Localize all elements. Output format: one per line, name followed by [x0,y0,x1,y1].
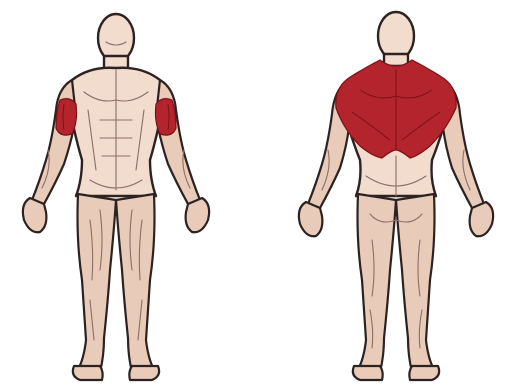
front-right-biceps [156,99,177,135]
back-left-foot [353,366,383,380]
front-left-foot [73,366,103,380]
front-right-hand [186,198,210,232]
front-figure [23,14,209,380]
back-right-foot [409,366,439,380]
front-right-leg [116,194,155,372]
back-right-leg [396,194,435,372]
front-left-hand [23,198,47,232]
front-right-foot [129,366,159,380]
back-left-hand [299,202,323,236]
back-left-leg [358,194,397,372]
front-left-biceps [56,99,77,135]
back-figure [299,12,493,380]
back-muscle-lines [322,150,470,348]
front-left-leg [78,194,117,372]
back-right-hand [470,202,494,236]
